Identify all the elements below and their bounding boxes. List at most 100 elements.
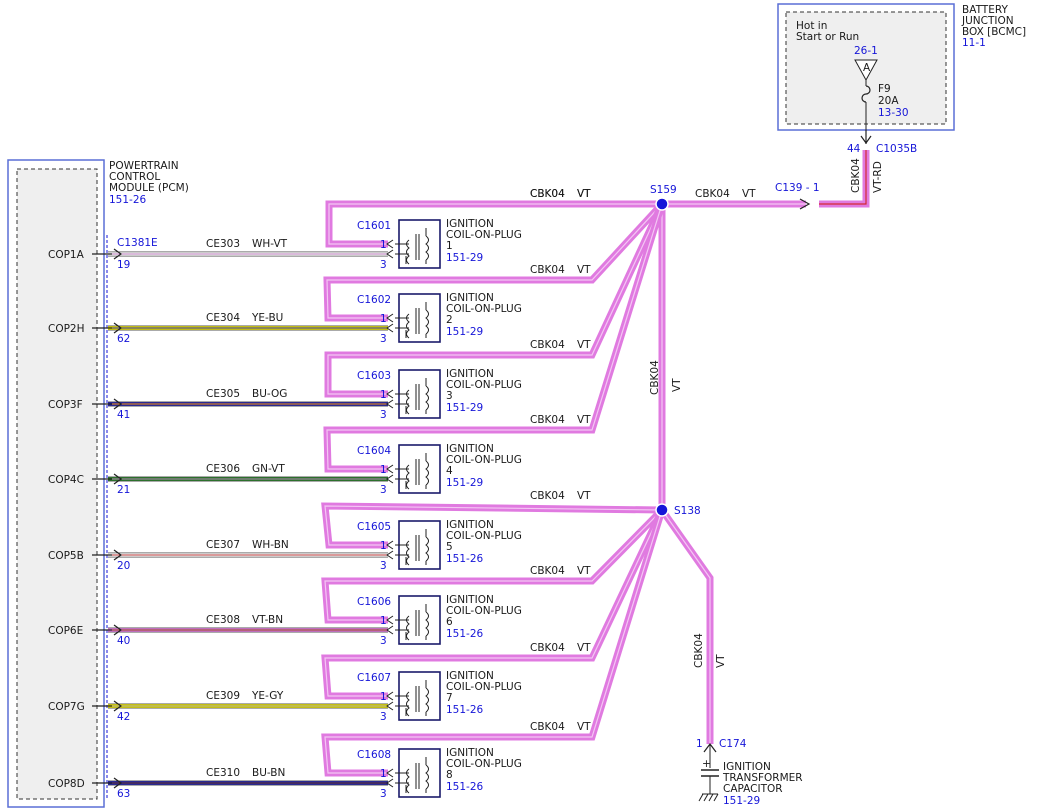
feed-coil-8 (321, 508, 666, 777)
pcm-module: POWERTRAIN CONTROL MODULE (PCM) 151-26 C… (7, 159, 189, 808)
signal-circuit: CE305 (206, 388, 240, 400)
coil-pin-3: 3 (380, 788, 387, 800)
coil-connector[interactable]: C1608 (357, 749, 391, 761)
bjb-title-3: BOX [BCMC] (962, 26, 1026, 38)
coil-pin-arrow-icon (386, 625, 394, 635)
pcm-pin-number: 40 (117, 635, 130, 647)
coil-pin-arrow-icon (386, 474, 394, 484)
signal-circuit: CE307 (206, 539, 240, 551)
coil-connector[interactable]: C1601 (357, 220, 391, 232)
coil-ref[interactable]: 151-29 (446, 326, 483, 338)
fuse-icon (861, 85, 871, 103)
bjb-connector[interactable]: C1035B (876, 143, 917, 155)
bjb-wire-color: VT-RD (872, 161, 884, 193)
coil-number: 1 (446, 240, 453, 252)
pin-arrow-icon (113, 777, 123, 789)
feed-color: VT (577, 264, 591, 276)
coil-pin-arrow-icon (386, 464, 394, 474)
feed-color: VT (577, 721, 591, 733)
pcm-pin-number: 19 (117, 259, 130, 271)
coil-pin-1: 1 (380, 464, 387, 476)
coil-pin-arrow-icon (386, 778, 394, 788)
feed-right-color: VT (742, 188, 756, 200)
coil-ref[interactable]: 151-29 (446, 477, 483, 489)
coil-number: 6 (446, 616, 453, 628)
coil-pin-3: 3 (380, 259, 387, 271)
coil-connector[interactable]: C1604 (357, 445, 391, 457)
coil-title: IGNITION (446, 519, 494, 531)
cap-ref[interactable]: 151-29 (723, 795, 760, 807)
coil-connector[interactable]: C1606 (357, 596, 391, 608)
coil-ref[interactable]: 151-29 (446, 252, 483, 264)
coil-subtitle: COIL-ON-PLUG (446, 303, 522, 315)
coil-subtitle: COIL-ON-PLUG (446, 605, 522, 617)
cap-connector[interactable]: C174 (719, 738, 747, 750)
coil-ref[interactable]: 151-26 (446, 628, 484, 640)
pcm-pin-number: 20 (117, 560, 130, 572)
bjb-ref[interactable]: 11-1 (962, 37, 986, 49)
signal-circuit: CE303 (206, 238, 240, 250)
pcm-ref[interactable]: 151-26 (109, 194, 147, 206)
coil-pin-3: 3 (380, 409, 387, 421)
feed-color: VT (577, 339, 591, 351)
feed-circuit: CBK04 (530, 339, 565, 351)
coil-ref[interactable]: 151-29 (446, 402, 483, 414)
pcm-title-3: MODULE (PCM) (109, 182, 189, 194)
coil-pin-1: 1 (380, 239, 387, 251)
feed-color: VT (577, 490, 591, 502)
svg-text:+: + (702, 758, 711, 770)
cap-wire-circuit: CBK04 (693, 633, 705, 668)
coil-pin-arrow-icon (386, 691, 394, 701)
splice-s138[interactable]: S138 (674, 505, 701, 517)
coil-connector[interactable]: C1603 (357, 370, 391, 382)
pcm-pin-number: 41 (117, 409, 130, 421)
coil-subtitle: COIL-ON-PLUG (446, 379, 522, 391)
bjb-title-2: JUNCTION (961, 15, 1014, 27)
bjb-note-2: Start or Run (796, 31, 859, 43)
pcm-connector[interactable]: C1381E (117, 237, 158, 249)
pcm-pin-name: COP1A (48, 249, 85, 261)
feed-right-circuit: CBK04 (695, 188, 730, 200)
battery-junction-box: BATTERY JUNCTION BOX [BCMC] 11-1 Hot in … (777, 3, 1026, 193)
coil-number: 5 (446, 541, 453, 553)
signal-color: WH-VT (252, 238, 288, 250)
feed-circuit: CBK04 (530, 565, 565, 577)
splice-s159[interactable]: S159 (650, 184, 677, 196)
signal-circuit: CE309 (206, 690, 240, 702)
fuse-id: F9 (878, 83, 891, 95)
coil-pin-1: 1 (380, 768, 387, 780)
coil-number: 4 (446, 465, 453, 477)
coil-number: 2 (446, 314, 453, 326)
bjb-source-ref[interactable]: 26-1 (854, 45, 878, 57)
vertical-color: VT (671, 378, 683, 392)
feed-top-circuit: CBK04 (530, 188, 565, 200)
coil-connector[interactable]: C1602 (357, 294, 391, 306)
coil-pin-arrow-icon (386, 313, 394, 323)
coil-ref[interactable]: 151-26 (446, 704, 484, 716)
signal-color: BU-OG (252, 388, 287, 400)
coil-connector[interactable]: C1607 (357, 672, 391, 684)
coil-title: IGNITION (446, 218, 494, 230)
pin-arrow-icon (113, 322, 123, 334)
cap-title-1: IGNITION (723, 761, 771, 773)
signal-circuit: CE306 (206, 463, 240, 475)
coil-ref[interactable]: 151-26 (446, 553, 484, 565)
feed-circuit: CBK04 (530, 490, 565, 502)
coil-ref[interactable]: 151-26 (446, 781, 484, 793)
ignition-coil-icon (403, 228, 429, 265)
inline-connector[interactable]: C139 - 1 (775, 182, 820, 194)
coil-pin-1: 1 (380, 691, 387, 703)
coil-connector[interactable]: C1605 (357, 521, 391, 533)
power-source-icon: A (854, 59, 878, 82)
ignition-coil-icon (403, 378, 429, 415)
pcm-inner (16, 168, 98, 800)
fuse-ref[interactable]: 13-30 (878, 107, 909, 119)
pin-arrow-icon (113, 473, 123, 485)
